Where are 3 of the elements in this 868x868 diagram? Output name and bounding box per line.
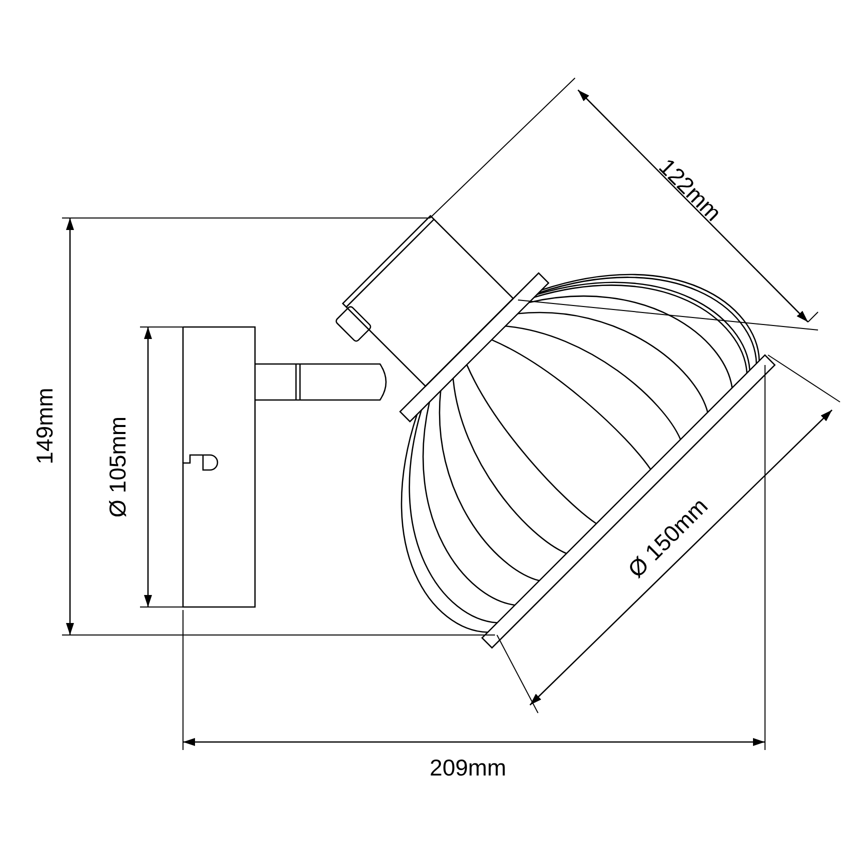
dimension-label: 209mm (430, 756, 506, 780)
dimension-label: 149mm (34, 388, 56, 464)
dimension-label: Ø 105mm (106, 416, 130, 518)
